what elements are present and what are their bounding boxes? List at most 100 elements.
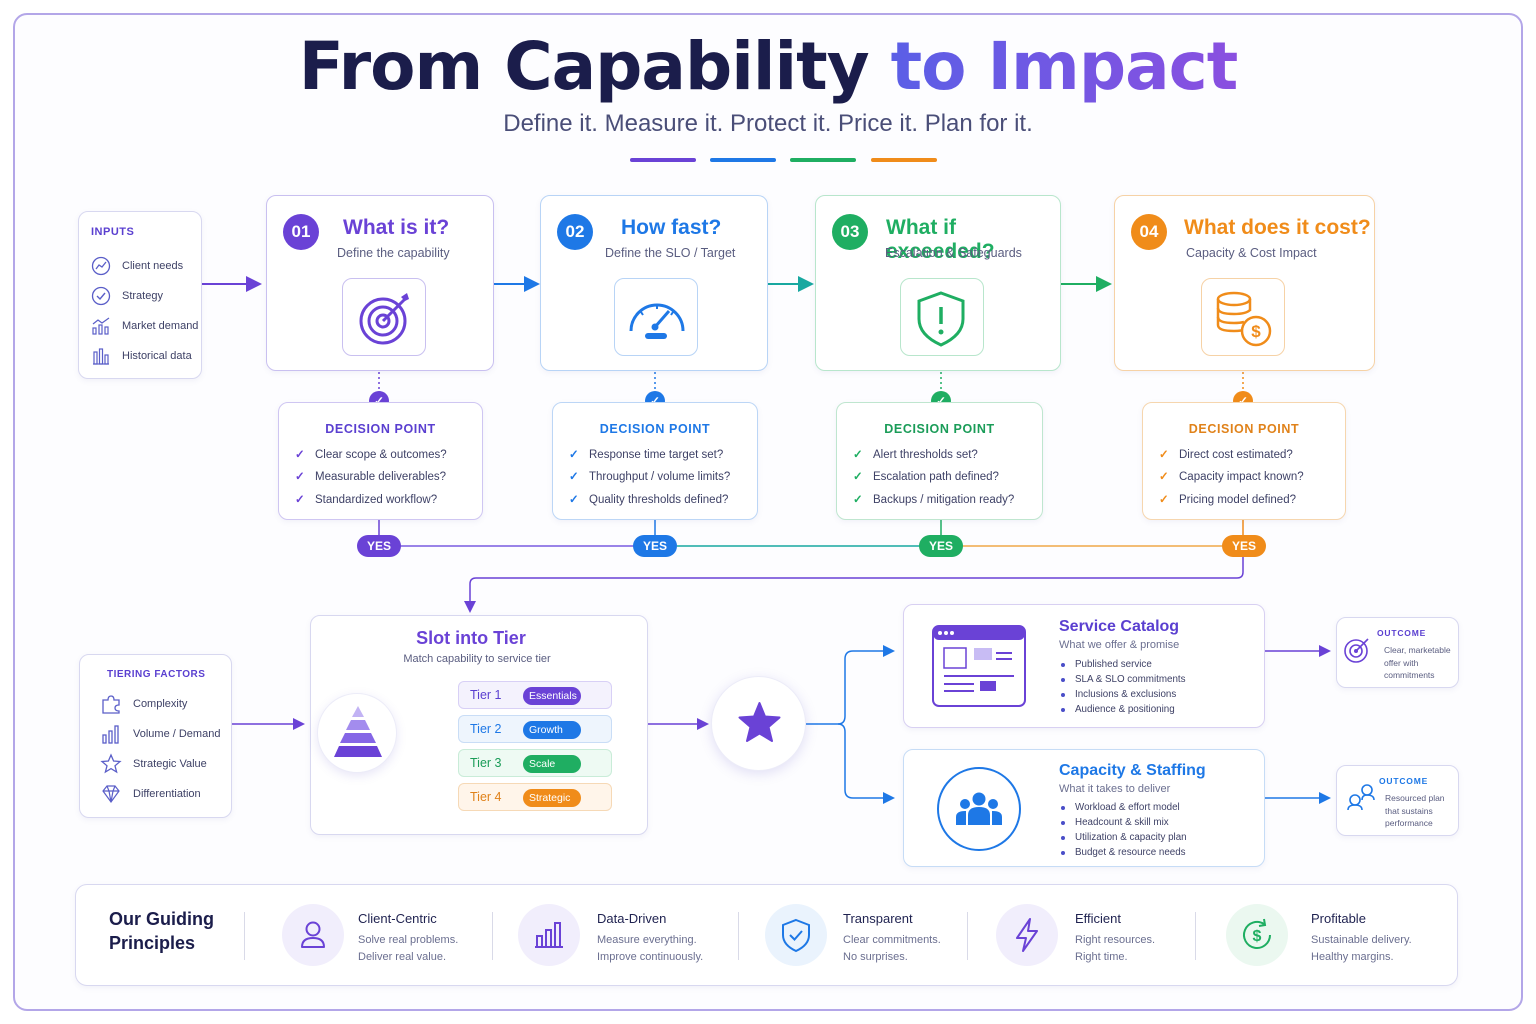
divider <box>492 912 493 960</box>
step-number-badge: 01 <box>283 214 319 250</box>
pyramid-icon <box>317 693 397 773</box>
lightning-icon <box>996 904 1058 966</box>
step-card-01[interactable]: 01 What is it? Define the capability <box>266 195 494 371</box>
decision-item: ✓Direct cost estimated? <box>1159 449 1293 461</box>
staffing-bullet: Budget & resource needs <box>1061 847 1186 858</box>
puzzle-icon <box>102 695 120 714</box>
step-subtitle: Define the capability <box>337 246 450 260</box>
decision-title: DECISION POINT <box>1188 422 1300 436</box>
decision-item: ✓Standardized workflow? <box>295 494 438 506</box>
catalog-bullet: Published service <box>1061 659 1152 670</box>
divider <box>244 912 245 960</box>
step-subtitle: Escalation & Safeguards <box>885 246 1022 260</box>
principle-line: Sustainable delivery. <box>1311 934 1412 946</box>
decision-item: ✓Escalation path defined? <box>853 471 999 483</box>
step-title: What if exceeded? <box>886 216 995 263</box>
accent-underline-blue <box>710 158 776 162</box>
principle-line: Right time. <box>1075 951 1128 963</box>
step-title: What is it? <box>343 216 450 239</box>
decision-item: ✓Backups / mitigation ready? <box>853 494 1015 506</box>
inputs-title: INPUTS <box>91 226 135 238</box>
step-subtitle: Capacity & Cost Impact <box>1186 246 1317 260</box>
principle-title: Client-Centric <box>358 911 437 926</box>
decision-card-02: DECISION POINT ✓Response time target set… <box>552 402 758 520</box>
decision-item: ✓Response time target set? <box>569 449 724 461</box>
target-icon <box>1344 638 1369 663</box>
principle-title: Data-Driven <box>597 911 667 926</box>
accent-underline-purple <box>630 158 696 162</box>
divider <box>967 912 968 960</box>
catalog-bullet: SLA & SLO commitments <box>1061 674 1186 685</box>
staffing-bullet: Workload & effort model <box>1061 802 1180 813</box>
tiering-item: Strategic Value <box>100 753 207 775</box>
yes-badge: YES <box>633 535 677 557</box>
inputs-item: Strategy <box>91 286 163 306</box>
principle-line: Right resources. <box>1075 934 1156 946</box>
yes-badge: YES <box>919 535 963 557</box>
tiering-item: Volume / Demand <box>100 723 220 745</box>
divider <box>738 912 739 960</box>
slot-subtitle: Match capability to service tier <box>403 653 551 665</box>
decision-item: ✓Measurable deliverables? <box>295 471 447 483</box>
decision-item: ✓Capacity impact known? <box>1159 471 1304 483</box>
inputs-item: Client needs <box>91 256 183 276</box>
decision-card-04: DECISION POINT ✓Direct cost estimated? ✓… <box>1142 402 1346 520</box>
staffing-title: Capacity & Staffing <box>1059 762 1206 779</box>
step-number-badge: 03 <box>832 214 868 250</box>
target-icon <box>342 278 426 356</box>
slot-title: Slot into Tier <box>416 628 526 648</box>
person-icon <box>282 904 344 966</box>
people-link-icon <box>1347 784 1375 811</box>
inputs-panel: INPUTS Client needs Strategy Market dema… <box>78 211 202 379</box>
decision-card-03: DECISION POINT ✓Alert thresholds set? ✓E… <box>836 402 1043 520</box>
tiering-item: Differentiation <box>100 783 201 805</box>
decision-title: DECISION POINT <box>599 422 711 436</box>
tiering-factors-panel: TIERING FACTORS Complexity Volume / Dema… <box>79 654 232 818</box>
bar-chart-icon <box>93 348 109 365</box>
step-card-03[interactable]: 03 What if exceeded? Escalation & Safegu… <box>815 195 1061 371</box>
principle-line: Improve continuously. <box>597 951 704 963</box>
shield-alert-icon <box>900 278 984 356</box>
check-circle-icon <box>91 286 111 306</box>
svg-text:$: $ <box>1253 928 1262 945</box>
step-card-04[interactable]: 04 What does it cost? Capacity & Cost Im… <box>1114 195 1375 371</box>
step-number-badge: 04 <box>1131 214 1167 250</box>
outcome-label: OUTCOME <box>1379 776 1429 786</box>
decision-item: ✓Throughput / volume limits? <box>569 471 731 483</box>
decision-item: ✓Clear scope & outcomes? <box>295 449 447 461</box>
tiering-item: Complexity <box>100 693 187 715</box>
principle-line: Clear commitments. <box>843 934 941 946</box>
decision-title: DECISION POINT <box>884 422 995 436</box>
step-title: What does it cost? <box>1184 216 1371 239</box>
page-title: From Capability to Impact <box>298 28 1239 105</box>
service-catalog-card[interactable]: Service Catalog What we offer & promise … <box>903 604 1265 728</box>
inputs-item: Market demand <box>91 316 198 336</box>
step-card-02[interactable]: 02 How fast? Define the SLO / Target <box>540 195 768 371</box>
bar-chart-icon <box>518 904 580 966</box>
step-subtitle: Define the SLO / Target <box>605 246 736 260</box>
staffing-bullet: Utilization & capacity plan <box>1061 832 1187 843</box>
catalog-window-icon <box>932 625 1026 707</box>
inputs-item: Historical data <box>91 346 192 366</box>
decision-title: DECISION POINT <box>325 422 436 436</box>
yes-badge: YES <box>1222 535 1266 557</box>
star-hub-icon <box>711 676 806 771</box>
shield-check-icon <box>765 904 827 966</box>
catalog-subtitle: What we offer & promise <box>1059 639 1180 651</box>
capacity-staffing-card[interactable]: Capacity & Staffing What it takes to del… <box>903 749 1265 867</box>
star-outline-icon <box>100 753 122 774</box>
decision-item: ✓Alert thresholds set? <box>853 449 978 461</box>
chart-trend-icon <box>92 317 110 335</box>
catalog-title: Service Catalog <box>1059 618 1180 635</box>
principle-line: Healthy margins. <box>1311 951 1394 963</box>
accent-underline-green <box>790 158 856 162</box>
yes-badge: YES <box>357 535 401 557</box>
accent-underline-orange <box>871 158 937 162</box>
